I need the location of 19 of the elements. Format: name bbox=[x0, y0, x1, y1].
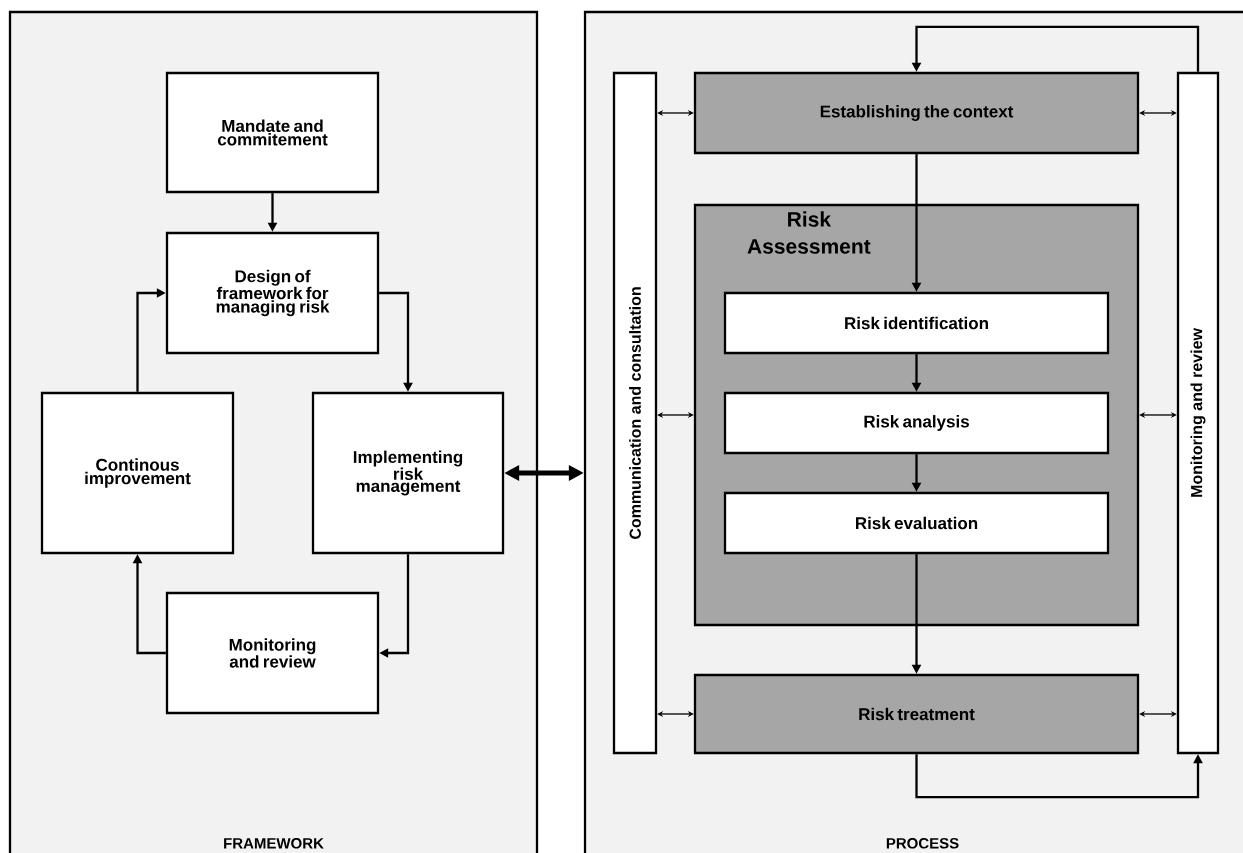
process-box: Continous improvement bbox=[40, 391, 235, 555]
arrow bbox=[1139, 109, 1177, 117]
arrow bbox=[1139, 411, 1177, 419]
process-box: Risk analysis bbox=[723, 391, 1110, 455]
arrow bbox=[915, 754, 1203, 799]
arrow bbox=[657, 109, 694, 117]
process-box: Implementing risk management bbox=[311, 391, 505, 555]
process-box: Risk identification bbox=[723, 291, 1110, 355]
process-box: Risk evaluation bbox=[723, 491, 1110, 555]
process-box: Risk treatment bbox=[693, 673, 1140, 755]
process-box: Establishing the context bbox=[693, 71, 1140, 155]
process-box: Monitoring and review bbox=[165, 591, 380, 715]
process-box: Design of framework for managing risk bbox=[165, 231, 380, 355]
process-box: Mandate and commitement bbox=[165, 71, 380, 194]
arrow bbox=[657, 710, 694, 718]
arrow bbox=[657, 411, 694, 419]
arrow bbox=[1139, 710, 1177, 718]
vertical-bar: Monitoring and review bbox=[1176, 71, 1220, 755]
vertical-bar: Communication and consultation bbox=[612, 71, 658, 755]
